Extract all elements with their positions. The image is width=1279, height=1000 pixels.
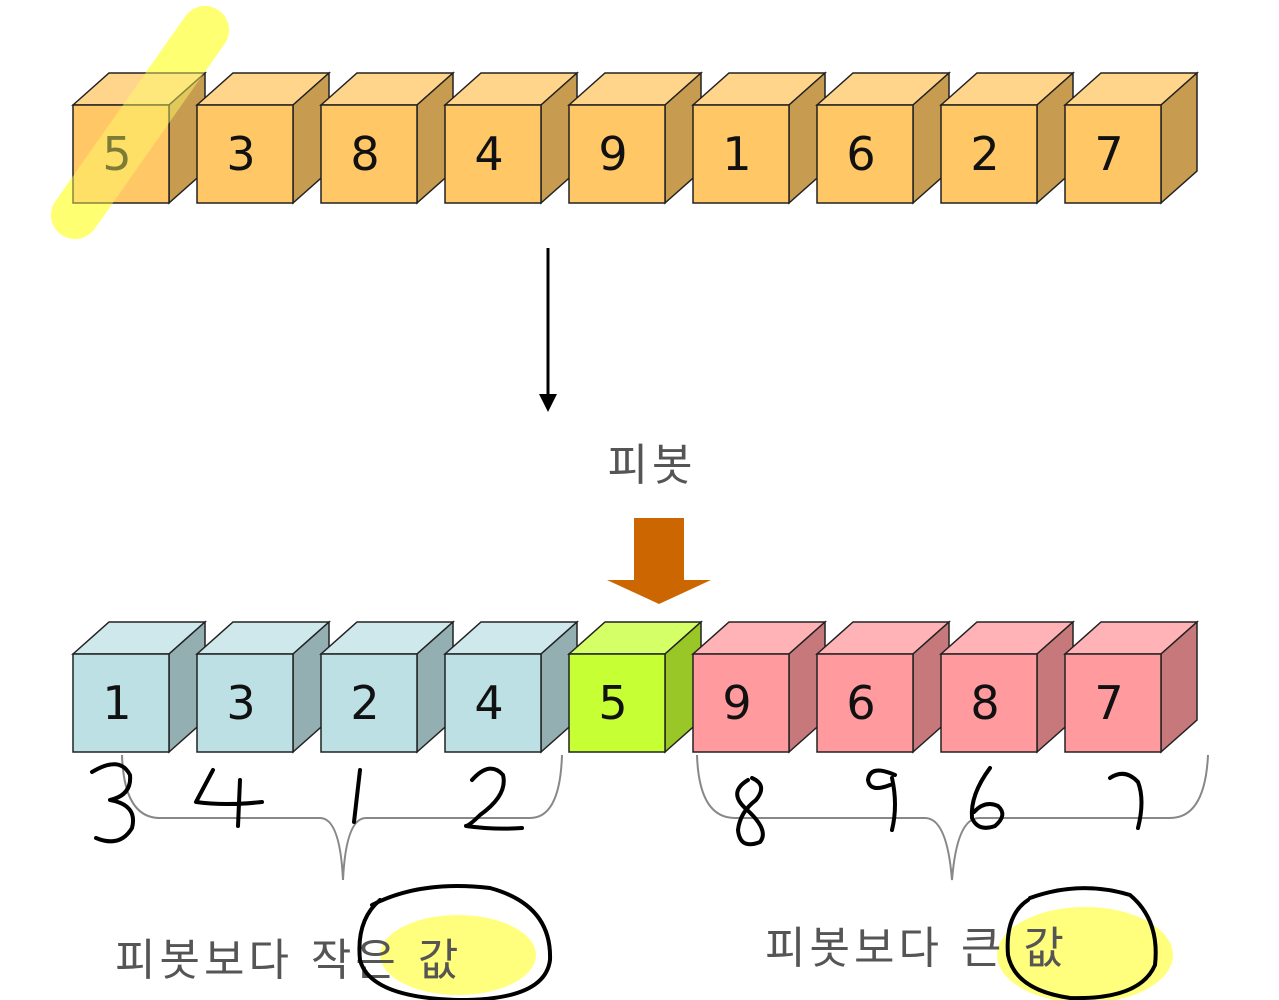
cube-front-face — [1064, 653, 1162, 753]
smaller-label-highlight: 작은 값 — [311, 935, 462, 986]
larger-label-circle — [1005, 886, 1158, 1000]
larger-group-label: 피봇보다 큰 값 — [765, 886, 1173, 1000]
cube-value: 8 — [970, 676, 999, 730]
svg-text:피봇보다 작은 값: 피봇보다 작은 값 — [115, 935, 462, 986]
handwritten-digit-9 — [866, 768, 897, 832]
bottom-row-cube-3: 2 — [319, 620, 455, 754]
larger-group-brace — [696, 754, 1209, 881]
cube-front-face — [1064, 104, 1162, 204]
handwritten-digit-1 — [352, 768, 362, 824]
bottom-row-cube-7: 6 — [815, 620, 951, 754]
svg-text:피봇보다 큰 값: 피봇보다 큰 값 — [765, 923, 1068, 974]
handwritten-smaller-indices — [90, 762, 524, 844]
cube-value: 7 — [1094, 676, 1123, 730]
bottom-row-cube-4: 4 — [443, 620, 579, 754]
handwritten-digit-2 — [464, 766, 524, 831]
cube-value: 6 — [846, 676, 875, 730]
handwritten-digit-3 — [90, 762, 135, 844]
top-row-cube-7: 6 — [815, 71, 951, 205]
bottom-row-cube-5: 5 — [567, 620, 703, 754]
cube-value: 3 — [226, 676, 255, 730]
cube-front-face — [568, 104, 666, 204]
top-row-cube-4: 4 — [443, 71, 579, 205]
cube-value: 9 — [722, 676, 751, 730]
cube-front-face — [320, 104, 418, 204]
cube-front-face — [692, 104, 790, 204]
top-row-cube-8: 2 — [939, 71, 1075, 205]
cube-value: 2 — [350, 676, 379, 730]
bottom-row-cube-2: 3 — [195, 620, 331, 754]
down-arrow — [539, 248, 557, 412]
pivot-highlight-overlay — [51, 6, 229, 239]
pivot-indicator-arrow — [607, 518, 711, 604]
cube-value: 8 — [350, 127, 379, 181]
cube-front-face — [816, 104, 914, 204]
cube-front-face — [444, 653, 542, 753]
partitioned-array-row: 1 3 2 4 5 9 6 8 7 — [71, 620, 1199, 754]
cube-value: 9 — [598, 127, 627, 181]
bottom-row-cube-6: 9 — [691, 620, 827, 754]
cube-front-face — [72, 104, 170, 204]
cube-value: 7 — [1094, 127, 1123, 181]
handwritten-larger-indices — [735, 766, 1144, 847]
cube-value: 1 — [722, 127, 751, 181]
larger-label-highlight: 큰 값 — [961, 923, 1068, 974]
top-row-cube-9: 7 — [1063, 71, 1199, 205]
cube-value: 5 — [102, 127, 131, 181]
cube-front-face — [196, 104, 294, 204]
top-row-cube-2: 3 — [195, 71, 331, 205]
bottom-row-cube-1: 1 — [71, 620, 207, 754]
unsorted-array-row: 5 3 8 4 9 1 6 2 7 — [71, 71, 1199, 205]
cube-value: 1 — [102, 676, 131, 730]
smaller-label-circle — [357, 884, 553, 1000]
cube-value: 4 — [474, 127, 503, 181]
smaller-label-prefix: 피봇보다 — [115, 935, 311, 986]
cube-value: 2 — [970, 127, 999, 181]
cube-value: 5 — [598, 676, 627, 730]
cube-front-face — [816, 653, 914, 753]
bottom-row-cube-8: 8 — [939, 620, 1075, 754]
handwritten-digit-8 — [735, 776, 765, 847]
larger-label-prefix: 피봇보다 — [765, 923, 961, 974]
handwritten-digit-4 — [194, 768, 264, 828]
cube-front-face — [444, 104, 542, 204]
top-row-cube-6: 1 — [691, 71, 827, 205]
pivot-label: 피봇 — [608, 440, 697, 491]
top-row-cube-5: 9 — [567, 71, 703, 205]
smaller-group-brace — [121, 754, 563, 881]
cube-front-face — [320, 653, 418, 753]
cube-value: 6 — [846, 127, 875, 181]
cube-value: 3 — [226, 127, 255, 181]
handwritten-digit-6 — [969, 766, 1005, 830]
cube-front-face — [568, 653, 666, 753]
bottom-row-cube-9: 7 — [1063, 620, 1199, 754]
cube-front-face — [940, 653, 1038, 753]
smaller-group-label: 피봇보다 작은 값 — [115, 884, 553, 1000]
cube-front-face — [196, 653, 294, 753]
cube-front-face — [72, 653, 170, 753]
cube-front-face — [940, 104, 1038, 204]
cube-front-face — [692, 653, 790, 753]
top-row-cube-3: 8 — [319, 71, 455, 205]
cube-value: 4 — [474, 676, 503, 730]
handwritten-digit-7 — [1108, 771, 1144, 830]
